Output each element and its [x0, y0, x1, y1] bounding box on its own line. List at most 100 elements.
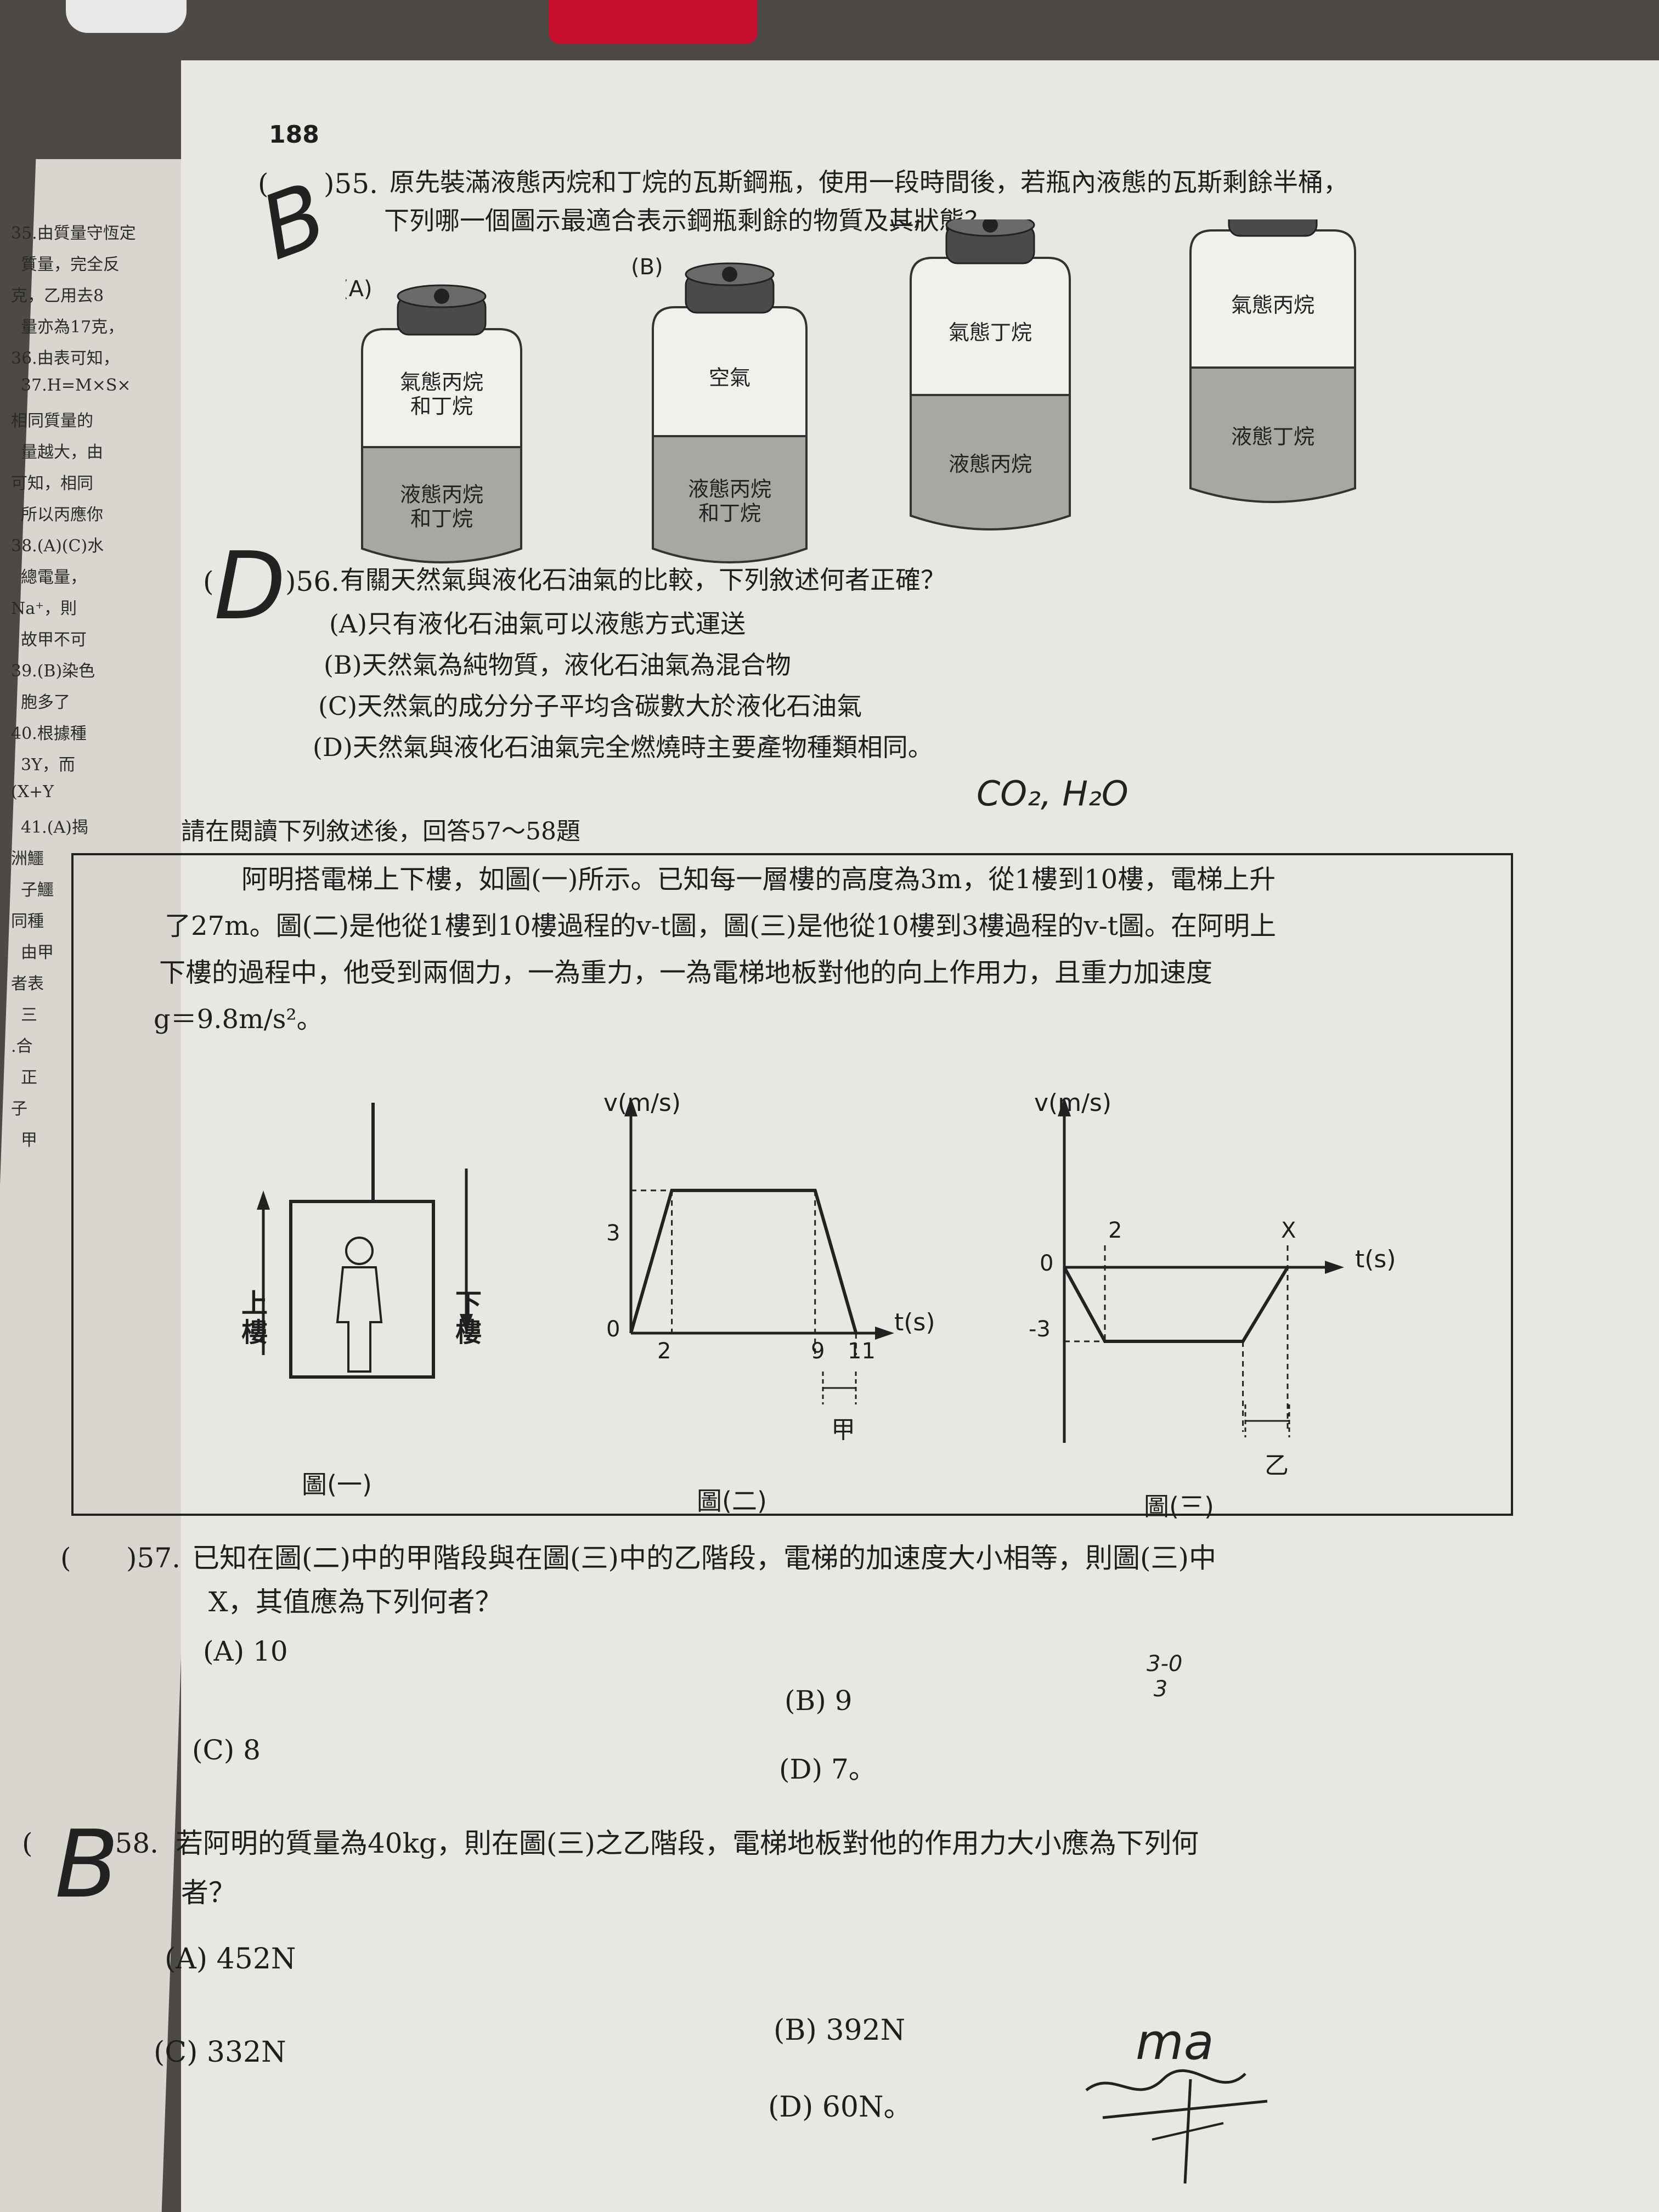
fig1-caption: 圖(一) [302, 1470, 372, 1499]
q56-option-d: (D)天然氣與液化石油氣完全燃燒時主要產物種類相同。 [313, 732, 933, 762]
left-margin-line: 克，乙用去8 [11, 286, 104, 306]
bottle-letter: (B) [631, 255, 663, 280]
bottle-top-label: 氣態丙烷 [1231, 293, 1314, 317]
bottle-bottom-label: 和丁烷 [410, 507, 473, 531]
left-margin-line: 3Y，而 [21, 755, 75, 775]
bottle-bottom-label: 液態丙烷 [949, 452, 1032, 476]
left-margin-line: 洲鱷 [11, 849, 44, 868]
q57-option-b: (B) 9 [785, 1685, 853, 1717]
bottle-bottom-label: 液態丙烷 [688, 477, 771, 501]
valve-icon [983, 219, 998, 233]
figure-2-vt-graph [624, 1097, 894, 1404]
page-number: 188 [269, 121, 319, 149]
q56-paren: ( [203, 566, 214, 597]
left-margin-line: 胞多了 [21, 693, 70, 712]
fig3-caption: 圖(三) [1144, 1492, 1214, 1521]
left-margin-line: 量越大，由 [21, 443, 103, 462]
left-margin-line: 可知，相同 [11, 474, 93, 493]
left-margin-line: 38.(A)(C)水 [11, 537, 104, 556]
q57-option-d: (D) 7。 [779, 1753, 876, 1785]
left-margin-line: (X+Y [11, 782, 54, 802]
left-margin-line: 39.(B)染色 [11, 662, 95, 681]
pen-cap [66, 0, 187, 33]
left-margin-line: 由甲 [21, 943, 54, 962]
fig3-ytick-neg3: -3 [1029, 1317, 1051, 1342]
q57-handwritten-note: 3-0 3 [1147, 1651, 1183, 1702]
passage-line-4: g＝9.8m/s²。 [154, 1004, 323, 1035]
left-margin-line: 37.H=M×S× [21, 376, 131, 395]
q57-option-c: (C) 8 [192, 1734, 261, 1766]
passage-box [71, 853, 1513, 1516]
fig3-xtick-2: 2 [1108, 1218, 1122, 1243]
fig3-xtick-x: X [1281, 1218, 1296, 1243]
fig2-xlabel: t(s) [894, 1308, 935, 1336]
fig3-xlabel: t(s) [1355, 1245, 1396, 1273]
left-page-text: 35.由質量守恆定質量，完全反克，乙用去8 量亦為17克， 36.由表可知， 37.H… [0, 219, 181, 1207]
bottle-top-label: 氣態丙烷 [400, 370, 483, 394]
left-margin-line: .合 [11, 1037, 33, 1056]
main-page: 188 ( )55. 原先裝滿液態丙烷和丁烷的瓦斯鋼瓶，使用一段時間後，若瓶內液… [22, 60, 1659, 2212]
q55-bottles: (A)氣態丙烷和丁烷液態丙烷和丁烷(B)空氣液態丙烷和丁烷(C)氣態丁烷液態丙烷… [346, 219, 1356, 563]
fig2-ylabel: v(m/s) [603, 1089, 681, 1117]
fig3-stage-label: 乙 [1265, 1452, 1289, 1480]
passage-intro: 請在閱讀下列敘述後，回答57～58題 [181, 817, 580, 845]
q58-paren: ( [22, 1827, 33, 1859]
fig2-ytick-3: 3 [606, 1221, 620, 1246]
left-margin-line: 36.由表可知， [11, 349, 120, 368]
left-margin-line: 者表 [11, 974, 44, 994]
left-margin-line: 甲 [21, 1131, 37, 1150]
q58-option-c: (C) 332N [154, 2036, 286, 2069]
passage-line-1: 阿明搭電梯上下樓，如圖(一)所示。已知每一層樓的高度為3m，從1樓到10樓，電梯… [241, 864, 1276, 895]
left-margin-line: 量亦為17克， [21, 318, 125, 337]
left-margin-line: 所以丙應你 [21, 505, 103, 524]
q56-option-a: (A)只有液化石油氣可以液態方式運送 [329, 609, 746, 639]
q58-option-d: (D) 60N。 [768, 2091, 912, 2124]
passage-line-2: 了27m。圖(二)是他從1樓到10樓過程的v-t圖，圖(三)是他從10樓到3樓過… [165, 911, 1276, 941]
left-margin-line: 相同質量的 [11, 411, 93, 431]
q57-text-2: X，其值應為下列何者？ [208, 1586, 503, 1618]
bottle-bottom-label: 液態丙烷 [400, 483, 483, 507]
left-margin-line: Na⁺，則 [11, 599, 77, 618]
figure-3-vt-graph [1058, 1097, 1344, 1443]
q58-handwritten-note: ma [1136, 2013, 1214, 2071]
left-margin-line: 總電量， [21, 568, 87, 587]
q57-option-a: (A) 10 [203, 1635, 288, 1667]
left-margin-line: 40.根據種 [11, 724, 87, 743]
bottle-top-label: 氣態丁烷 [949, 320, 1032, 345]
fig2-xtick-9: 9 [811, 1339, 825, 1364]
bottle-letter: (C) [889, 219, 921, 230]
q55-text-2: 下列哪一個圖示最適合表示鋼瓶剩餘的物質及其狀態？ [384, 206, 990, 235]
q56-text: 有關天然氣與液化石油氣的比較，下列敘述何者正確？ [340, 565, 946, 595]
q58-text-2: 者？ [181, 1877, 236, 1909]
bottle-top-label: 和丁烷 [410, 394, 473, 419]
figure-1-elevator [257, 1103, 473, 1379]
q58-option-b: (B) 392N [774, 2014, 906, 2047]
q55-text-1: 原先裝滿液態丙烷和丁烷的瓦斯鋼瓶，使用一段時間後，若瓶內液態的瓦斯剩餘半桶， [390, 167, 1348, 197]
q57-number: )57. [126, 1542, 181, 1574]
q58-number: )58. [104, 1827, 159, 1859]
q58-scribble [1085, 2069, 1268, 2184]
q55-paren: ( [258, 168, 269, 200]
left-margin-line: 同種 [11, 912, 44, 931]
fig2-xtick-2: 2 [657, 1339, 672, 1364]
bottle-bottom-label: 液態丁烷 [1231, 425, 1314, 449]
fig2-xtick-11: 11 [848, 1339, 876, 1364]
bottle-top-label: 空氣 [709, 366, 751, 390]
red-pen [549, 0, 757, 44]
left-margin-line: 質量，完全反 [21, 255, 120, 274]
q57-paren: ( [60, 1542, 71, 1574]
fig1-down-label: 下 樓 [455, 1288, 482, 1348]
fig1-up-label: 上 樓 [241, 1288, 268, 1348]
q56-handwritten-answer: D [214, 532, 286, 641]
left-margin-line: 正 [21, 1068, 37, 1087]
left-margin-line: 35.由質量守恆定 [11, 224, 136, 243]
fig2-ytick-0: 0 [606, 1317, 620, 1342]
valve-icon [722, 267, 737, 282]
q58-handwritten-answer: B [55, 1810, 119, 1919]
fig3-ytick-0: 0 [1040, 1251, 1054, 1276]
left-margin-line: 故甲不可 [21, 630, 87, 650]
valve-icon [434, 289, 449, 304]
